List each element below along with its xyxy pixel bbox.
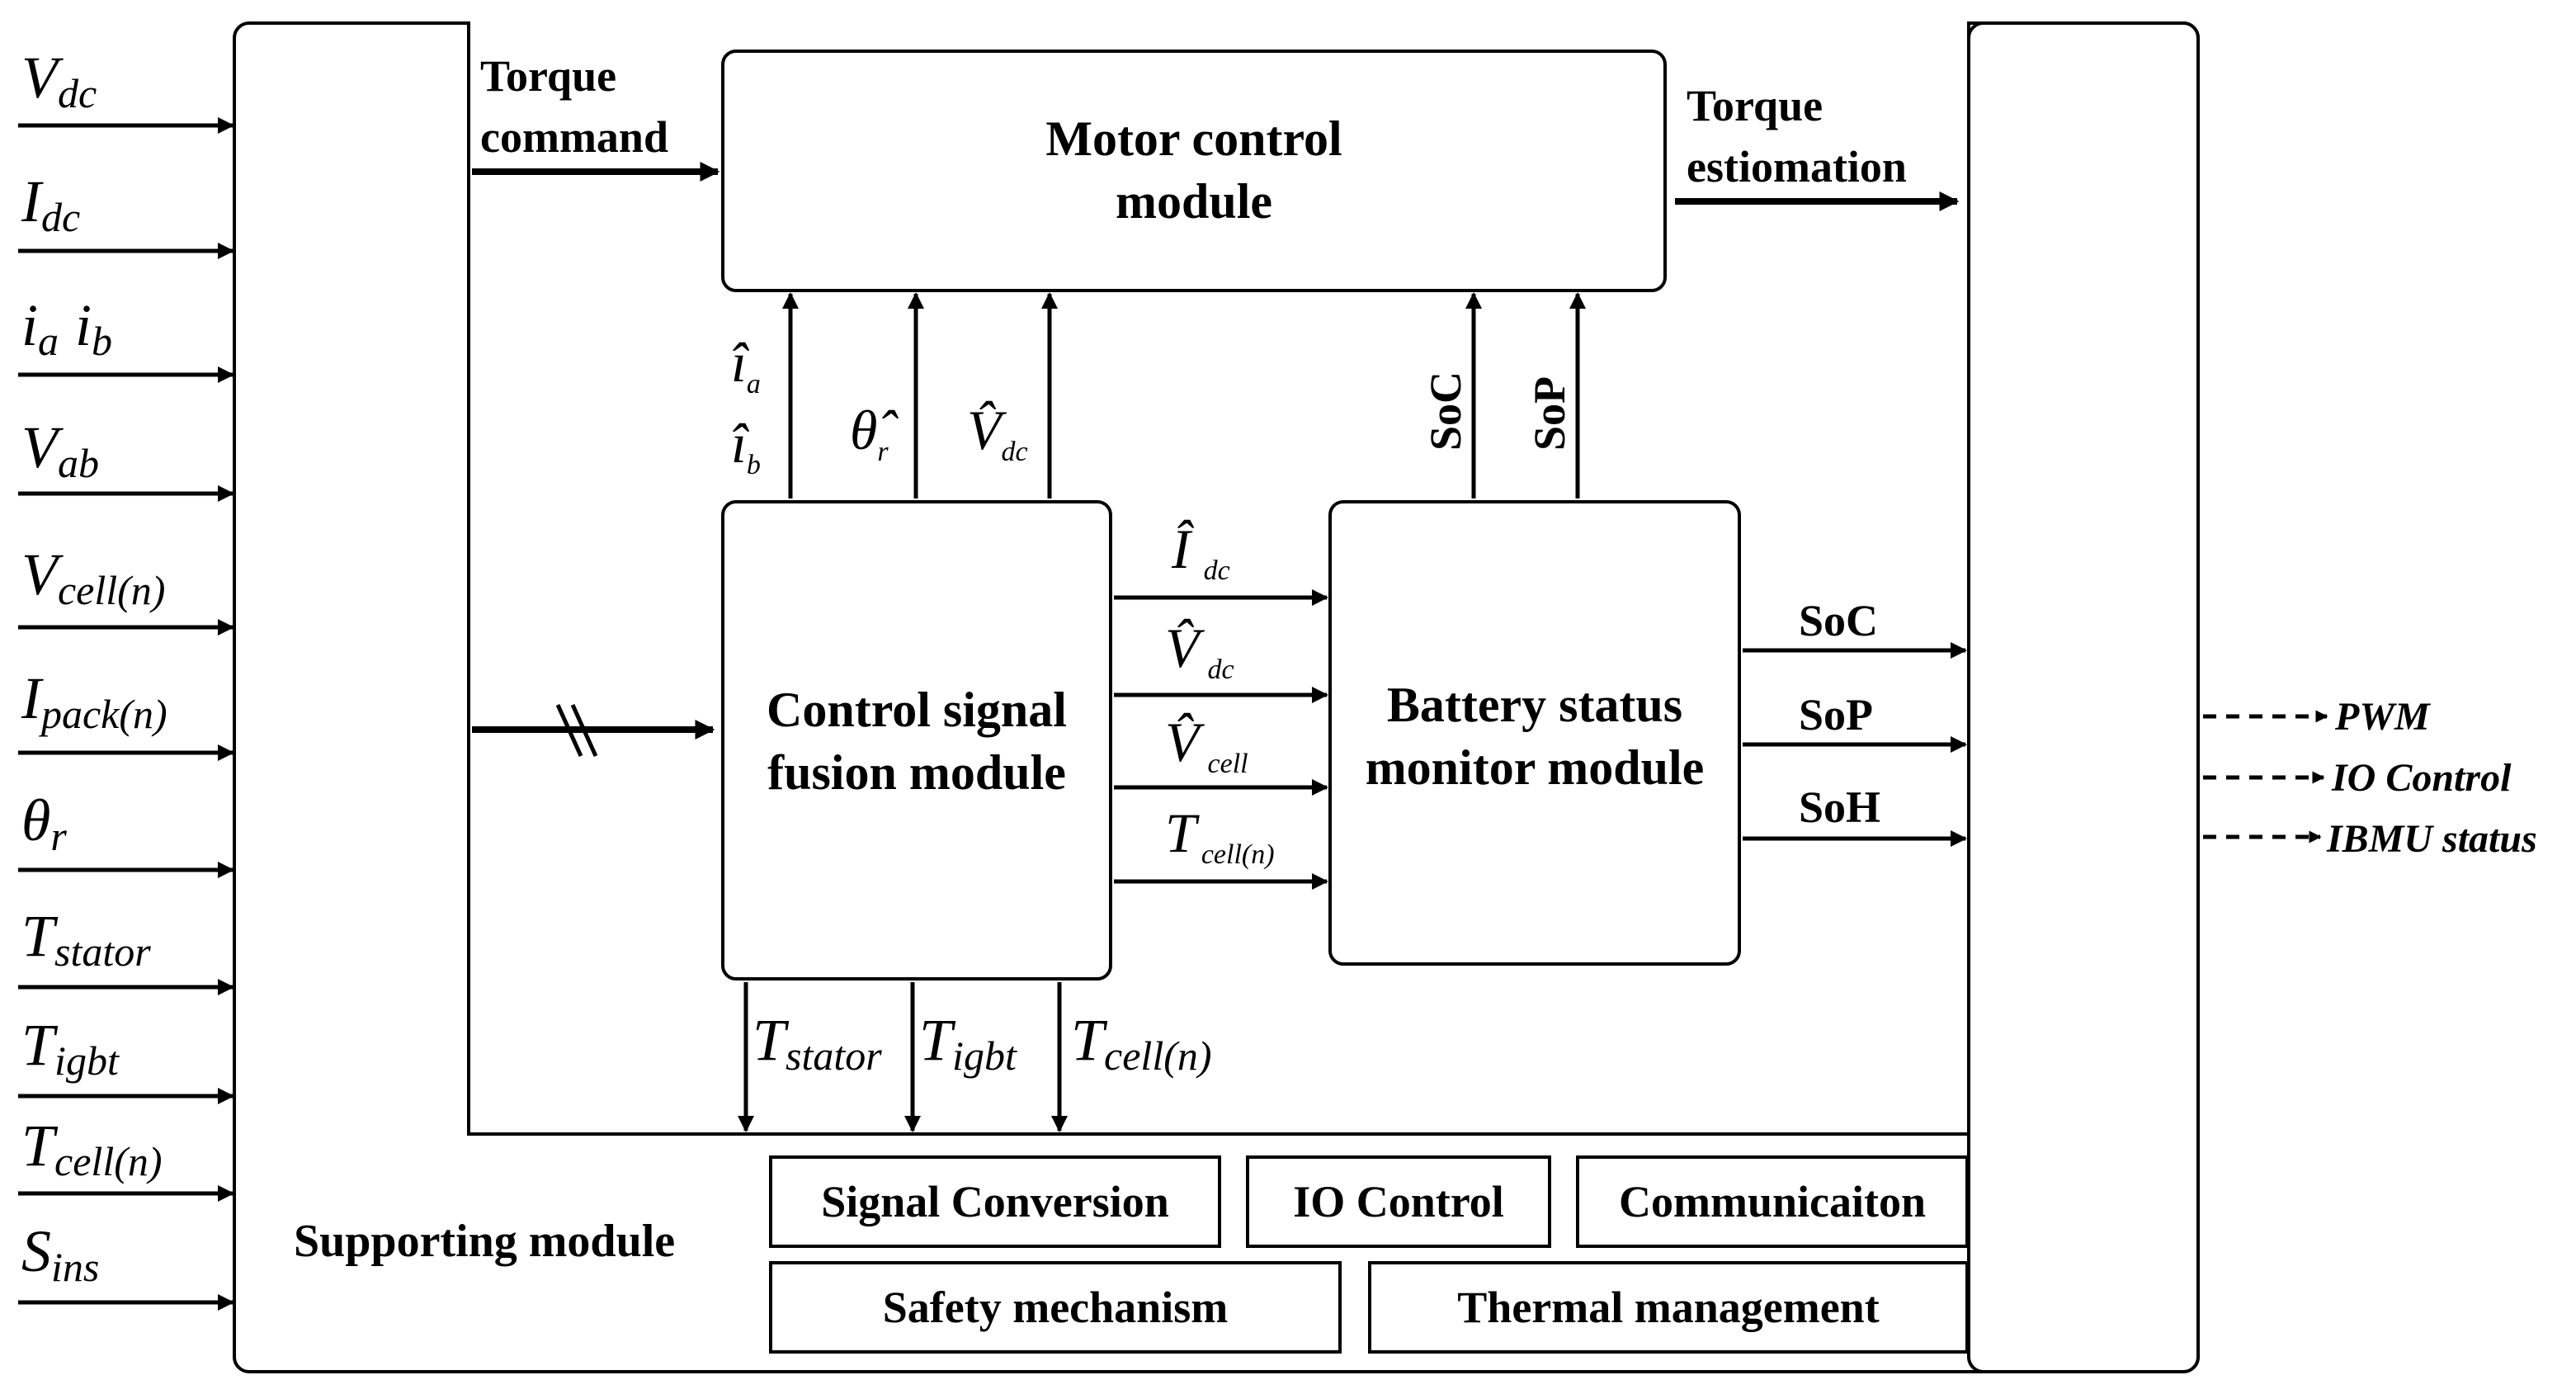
soh-out-label: SoH xyxy=(1799,782,1880,832)
right-output-frame xyxy=(1967,21,2200,1373)
motor-control-module xyxy=(721,50,1667,292)
vcell-hat-label: V̂cell xyxy=(1165,711,1248,779)
input-sins: Sins xyxy=(21,1218,99,1290)
io-control-out-label: IO Control xyxy=(2331,756,2512,800)
tcell-down-label: Tcell(n) xyxy=(1071,1007,1212,1079)
communication-box xyxy=(1576,1155,1969,1248)
input-vcell: Vcell(n) xyxy=(21,541,165,613)
battery-module-label: Battery status xyxy=(1387,678,1682,732)
tstator-down-label: Tstator xyxy=(753,1007,882,1079)
pwm-label: PWM xyxy=(2334,695,2432,739)
thermal-management-box xyxy=(1368,1261,1969,1354)
signal-conversion-box xyxy=(769,1155,1221,1248)
soc-out-label: SoC xyxy=(1799,596,1878,645)
fusion-module-label-2: fusion module xyxy=(767,745,1066,800)
thermal-management-label: Thermal management xyxy=(1457,1283,1879,1332)
sop-out-label: SoP xyxy=(1799,690,1873,740)
torque-command-label-2: command xyxy=(480,112,668,162)
safety-mechanism-box xyxy=(769,1261,1342,1354)
input-theta: θr xyxy=(21,787,67,859)
io-control-box xyxy=(1246,1155,1551,1248)
control-signal-fusion-module xyxy=(721,500,1112,981)
soc-up-label: SoC xyxy=(1421,371,1470,451)
input-ipack: Ipack(n) xyxy=(21,665,167,737)
battery-module-label-2: monitor module xyxy=(1366,740,1705,795)
supporting-module-label: Supporting module xyxy=(294,1216,675,1267)
ib-hat-label: îb xyxy=(731,412,761,480)
tigbt-down-label: Tigbt xyxy=(919,1007,1017,1079)
communication-label: Communicaiton xyxy=(1619,1177,1926,1226)
battery-status-monitor-module xyxy=(1328,500,1741,966)
signal-conversion-label: Signal Conversion xyxy=(821,1177,1169,1226)
vdc-hat-battery-label: V̂dc xyxy=(1165,617,1234,685)
fusion-module-label: Control signal xyxy=(767,683,1067,737)
input-vab: Vab xyxy=(21,414,99,486)
input-vdc: Vdc xyxy=(21,45,97,116)
bus-slash-1 xyxy=(555,703,583,758)
safety-mechanism-label: Safety mechanism xyxy=(883,1283,1228,1332)
input-tstator: Tstator xyxy=(21,903,151,975)
motor-control-label-2: module xyxy=(1116,174,1272,229)
torque-command-label: Torque xyxy=(480,51,616,101)
ia-hat-label: îa xyxy=(731,331,761,399)
vdc-hat-label: V̂dc xyxy=(967,399,1028,467)
sop-up-label: SoP xyxy=(1525,376,1574,451)
torque-estimation-label: Torque xyxy=(1687,81,1823,130)
input-tigbt: Tigbt xyxy=(21,1012,120,1084)
torque-estimation-label-2: estiomation xyxy=(1687,142,1907,191)
input-tcell: Tcell(n) xyxy=(21,1113,163,1184)
ibmu-status-label: IBMU status xyxy=(2326,817,2537,861)
io-control-label: IO Control xyxy=(1293,1177,1504,1226)
bus-slash-2 xyxy=(570,703,598,758)
input-idc: Idc xyxy=(21,168,80,240)
motor-control-label: Motor control xyxy=(1045,111,1342,166)
input-signals xyxy=(18,117,234,1311)
